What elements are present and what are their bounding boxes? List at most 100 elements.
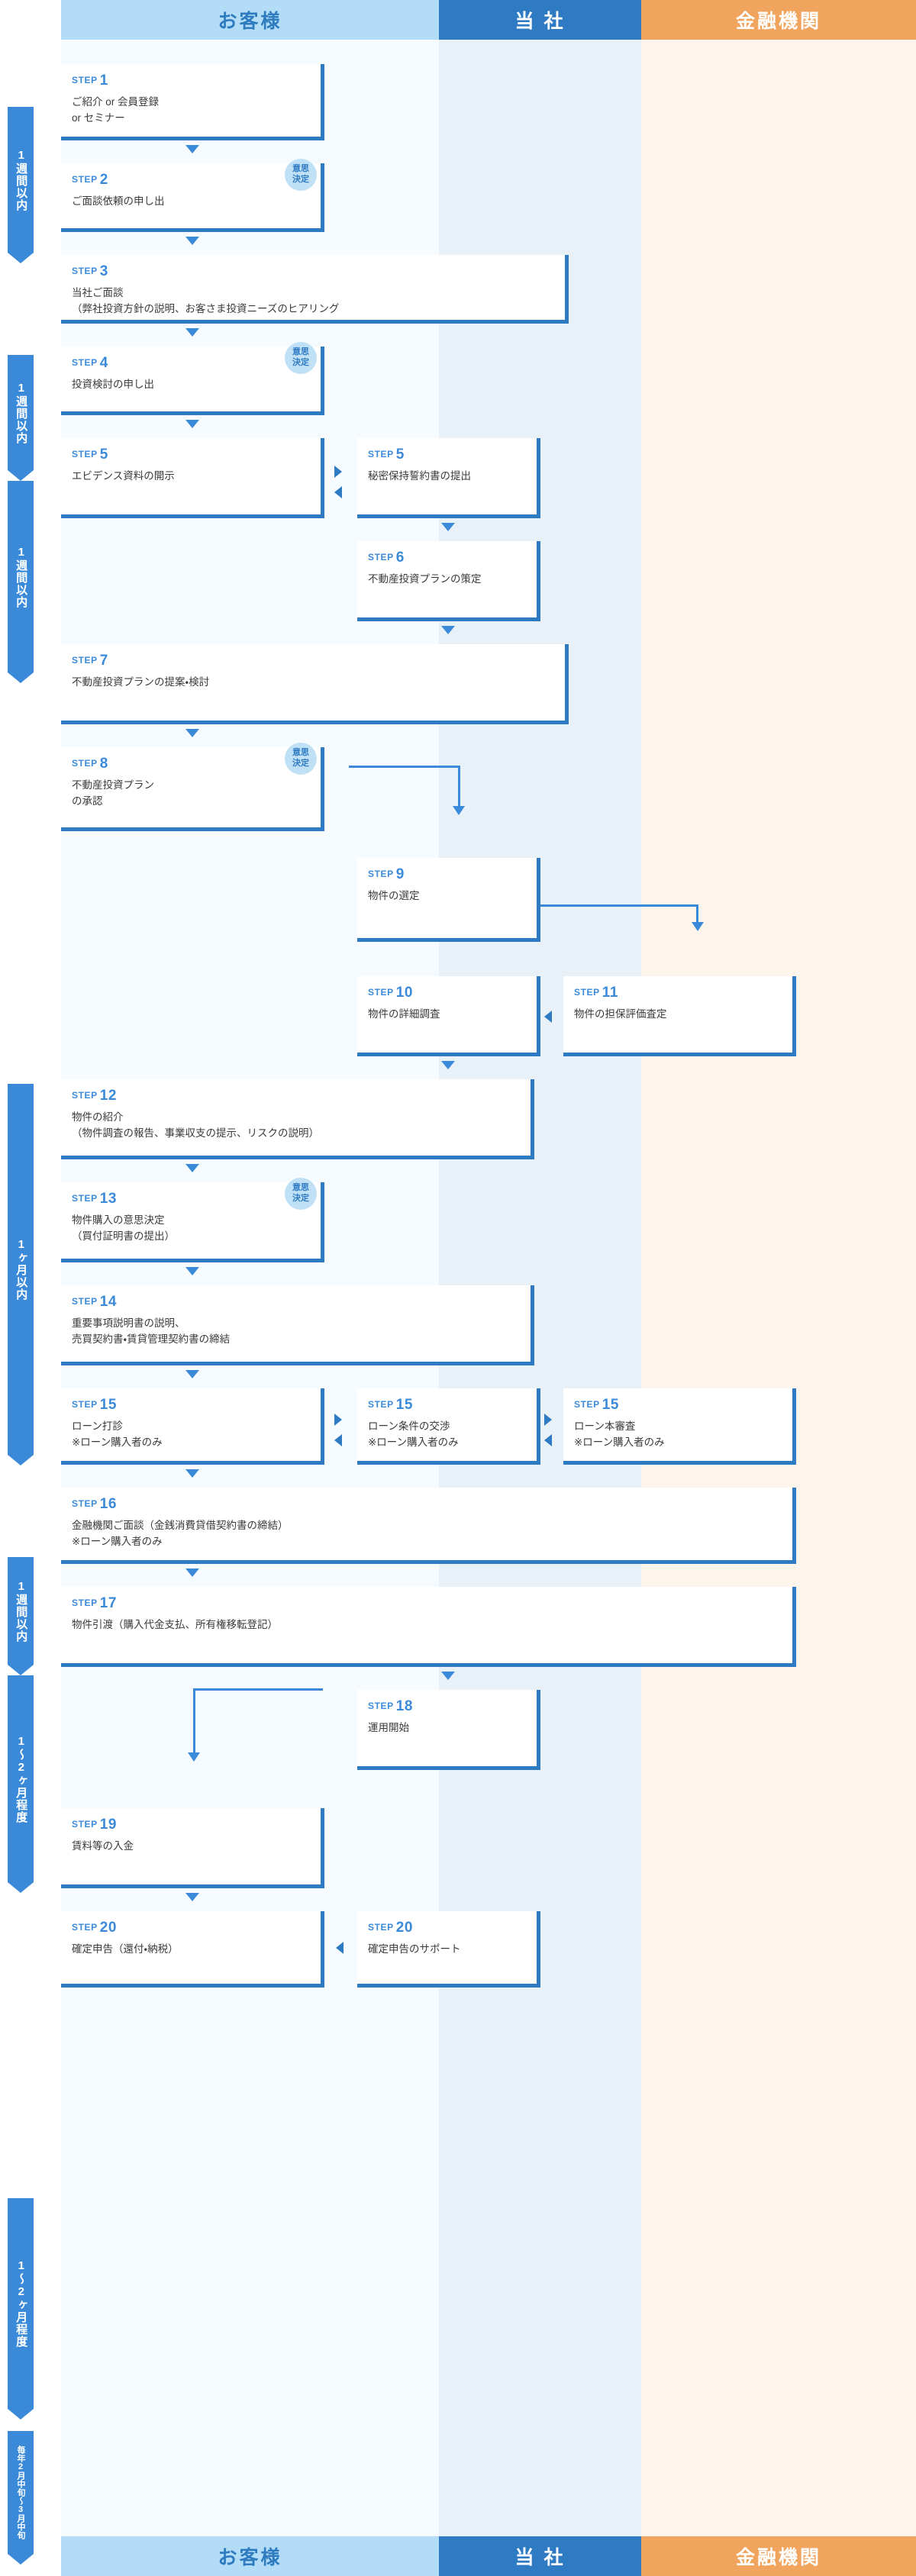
arrow-down-icon xyxy=(185,1164,199,1172)
lane-header-bank: 金融機関 xyxy=(641,0,916,40)
step-word: STEP xyxy=(72,758,98,769)
step-word: STEP xyxy=(574,987,600,998)
arrow-down-icon xyxy=(185,729,199,737)
step-number: 3 xyxy=(99,263,108,279)
step-description: ご面談依頼の申し出 xyxy=(72,195,165,207)
decision-badge: 意思 決定 xyxy=(285,342,317,374)
step-description: 物件の選定 xyxy=(368,890,420,901)
step-number: 18 xyxy=(395,1698,414,1714)
step-number: 9 xyxy=(395,866,405,882)
arrow-down-icon xyxy=(441,626,455,634)
step-description: 不動産投資プラン の承認 xyxy=(72,779,154,807)
step-number: 7 xyxy=(99,653,108,669)
step-number: 13 xyxy=(99,1191,118,1207)
step-word: STEP xyxy=(574,1399,600,1410)
lane-header-company: 当 社 xyxy=(439,0,641,40)
step-description: 当社ご面談 （弊社投資方針の説明、お客さま投資ニーズのヒアリング xyxy=(72,287,340,314)
step-number: 6 xyxy=(395,550,405,566)
timeline-marker: 1週間以内 xyxy=(8,107,34,263)
arrow-left-icon xyxy=(334,1434,342,1446)
decision-badge: 意思 決定 xyxy=(285,159,317,191)
arrow-left-icon xyxy=(544,1011,552,1023)
step-description: 秘密保持誓約書の提出 xyxy=(368,470,471,482)
arrow-down-icon xyxy=(185,1469,199,1478)
arrow-down-icon xyxy=(441,1672,455,1680)
step-number: 1 xyxy=(99,73,108,89)
arrow-down-icon xyxy=(441,523,455,531)
arrow-down-icon xyxy=(185,1267,199,1275)
elbow-arrow-s8-s9 xyxy=(453,806,465,815)
step-number: 15 xyxy=(99,1397,118,1413)
step-word: STEP xyxy=(72,75,98,85)
step-number: 19 xyxy=(99,1817,118,1833)
arrow-left-icon xyxy=(334,486,342,498)
step-word: STEP xyxy=(368,449,394,459)
elbow-line-s8-s9-horizontal xyxy=(349,766,460,768)
decision-badge: 意思 決定 xyxy=(285,1178,317,1210)
arrow-down-icon xyxy=(441,1061,455,1069)
step-word: STEP xyxy=(72,1498,98,1509)
arrow-down-icon xyxy=(185,328,199,337)
step-description: エビデンス資料の開示 xyxy=(72,470,175,482)
step-word: STEP xyxy=(368,869,394,879)
timeline-marker: 1週間以内 xyxy=(8,1557,34,1675)
arrow-left-icon xyxy=(544,1434,552,1446)
arrow-down-icon xyxy=(185,1370,199,1378)
step-description: 物件購入の意思決定 （買付証明書の提出） xyxy=(72,1214,175,1242)
step-number: 16 xyxy=(99,1496,118,1512)
arrow-down-icon xyxy=(185,237,199,245)
split-line-s9-to-s11 xyxy=(696,904,698,924)
step-description: 賃料等の入金 xyxy=(72,1840,134,1852)
step-description: 金融機関ご面談（金銭消費貸借契約書の締結） ※ローン購入者のみ xyxy=(72,1520,289,1547)
step-description: 不動産投資プランの提案・検討 xyxy=(72,676,210,688)
step-number: 11 xyxy=(602,985,619,1001)
step-word: STEP xyxy=(368,1701,394,1711)
timeline-marker: 1〜2ヶ月程度 xyxy=(8,1675,34,1893)
lane-footer-company: 当 社 xyxy=(439,2536,641,2576)
step-word: STEP xyxy=(368,1399,394,1410)
timeline-marker: 1〜2ヶ月程度 xyxy=(8,2198,34,2420)
step-description: ローン本審査 ※ローン購入者のみ xyxy=(574,1420,665,1448)
step-word: STEP xyxy=(72,1819,98,1830)
elbow-line-s8-s9-vertical xyxy=(458,766,460,808)
step-word: STEP xyxy=(72,1090,98,1101)
arrow-right-icon xyxy=(334,466,342,478)
